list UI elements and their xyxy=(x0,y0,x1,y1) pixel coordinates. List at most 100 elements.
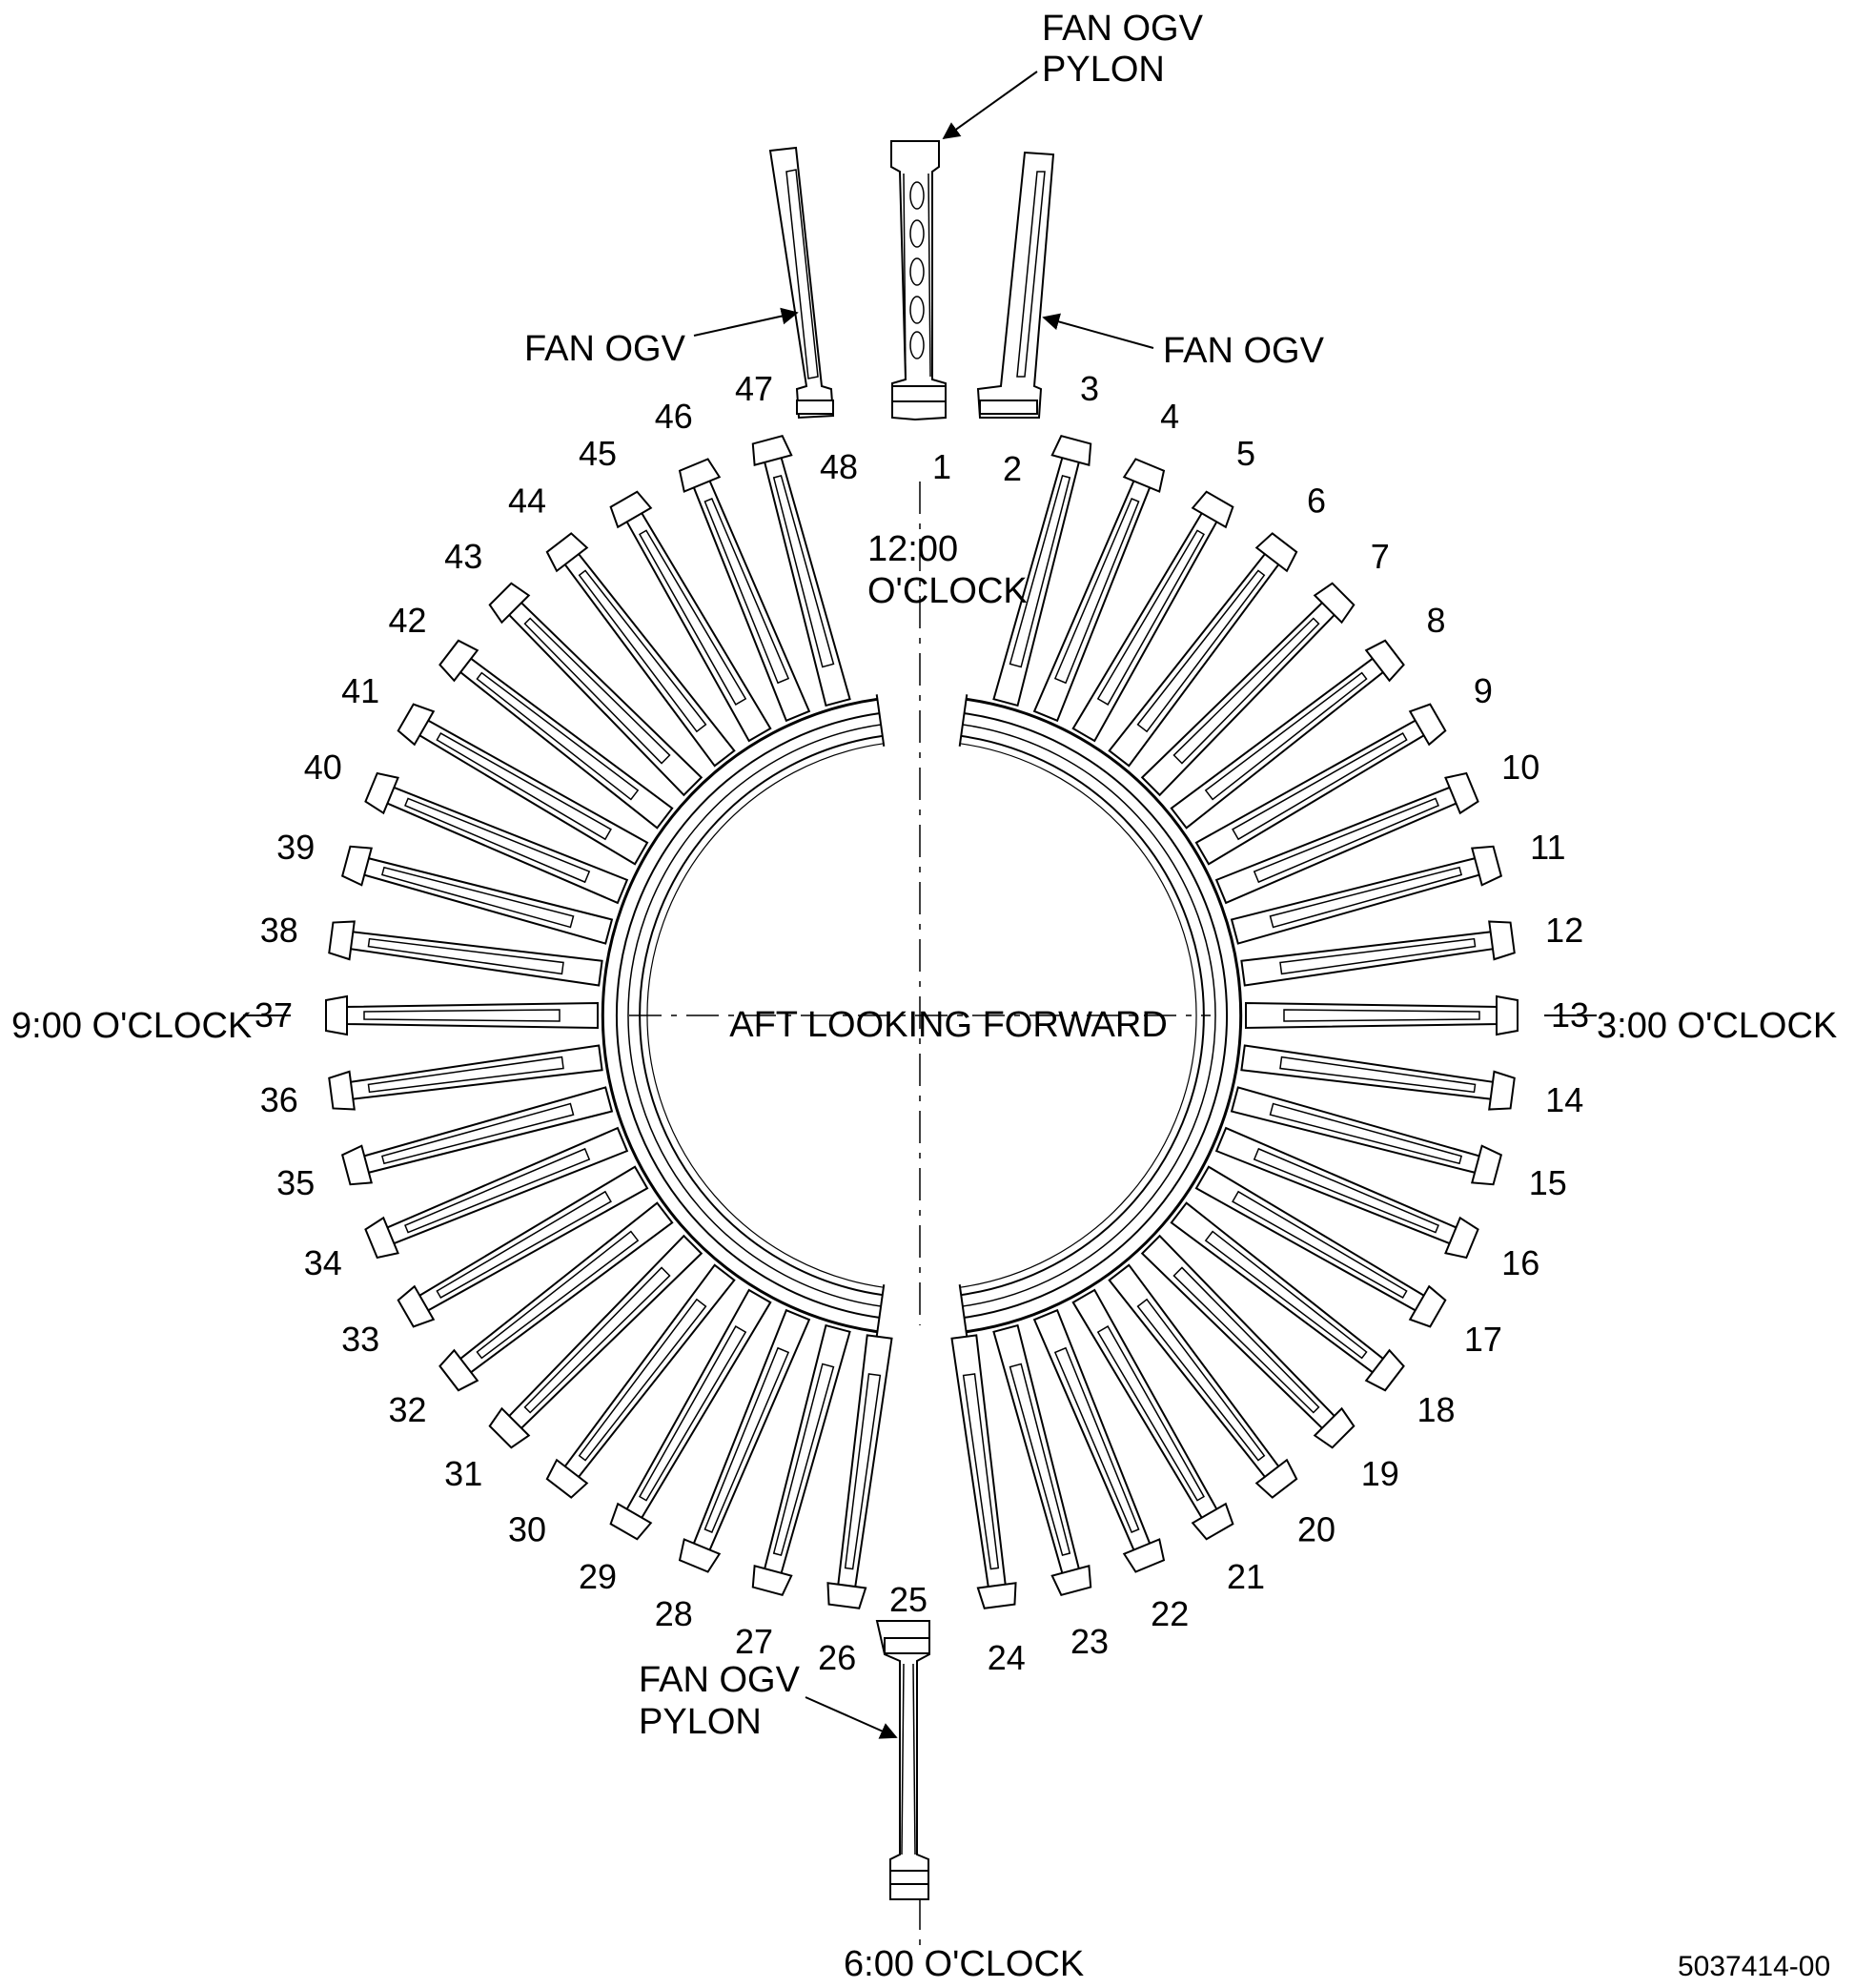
vane-32 xyxy=(438,1201,674,1392)
position-number-9: 9 xyxy=(1474,671,1493,710)
vane-20 xyxy=(1108,1263,1298,1499)
position-number-2: 2 xyxy=(1003,449,1022,488)
vane-19 xyxy=(1140,1234,1356,1449)
vane-6 xyxy=(1108,532,1298,768)
centerlines xyxy=(629,482,1211,1945)
top-pylon-leader xyxy=(942,71,1038,140)
bottom-pylon-callout-line1: FAN OGV xyxy=(639,1660,801,1700)
case-arc-left-2 xyxy=(615,712,880,1319)
case-flange-right-1 xyxy=(958,694,968,747)
vane-42 xyxy=(438,639,674,830)
position-number-23: 23 xyxy=(1070,1622,1109,1661)
vane-29 xyxy=(609,1288,772,1541)
position-number-42: 42 xyxy=(388,601,426,640)
vane-19-slot xyxy=(1172,1266,1320,1414)
vane-22-slot xyxy=(1053,1346,1140,1533)
position-number-3: 3 xyxy=(1080,369,1099,408)
vane-4-slot xyxy=(1053,498,1140,685)
bottom-pylon-leader xyxy=(805,1696,898,1739)
vane-21 xyxy=(1071,1288,1234,1541)
callout-texts: FAN OGV PYLON FAN OGV FAN OGV FAN OGV PY… xyxy=(11,9,1837,1984)
vane-11 xyxy=(1230,845,1503,945)
vane-38 xyxy=(328,920,603,987)
vane-17-platform xyxy=(1408,1284,1447,1328)
position-number-7: 7 xyxy=(1371,537,1390,576)
position-number-31: 31 xyxy=(444,1454,482,1493)
vane-39-platform xyxy=(340,845,373,887)
vane-5-platform xyxy=(1191,490,1234,529)
vane-29-platform xyxy=(609,1502,653,1541)
case-arc-right-5 xyxy=(960,743,1197,1288)
vane-21-slot xyxy=(1096,1325,1205,1502)
vane-45-platform xyxy=(609,490,653,529)
vane-9 xyxy=(1194,703,1447,866)
vane-38-airfoil xyxy=(347,931,603,987)
top-pylon-callout-line1: FAN OGV xyxy=(1042,9,1204,49)
position-number-28: 28 xyxy=(655,1594,693,1633)
vane-44-slot xyxy=(578,569,707,733)
vane-ring xyxy=(325,434,1519,1609)
vane-21-platform xyxy=(1191,1502,1234,1541)
vane-19-platform xyxy=(1313,1406,1356,1449)
vane-43-slot xyxy=(523,617,671,765)
vane-43-platform xyxy=(488,582,531,625)
position-number-39: 39 xyxy=(276,828,315,867)
vane-30-slot xyxy=(578,1298,707,1462)
position-number-8: 8 xyxy=(1426,601,1445,640)
vane-35-slot xyxy=(380,1102,575,1165)
case-arc-left-3 xyxy=(627,724,882,1307)
position-number-21: 21 xyxy=(1227,1557,1265,1596)
position-number-20: 20 xyxy=(1297,1510,1335,1549)
position-number-17: 17 xyxy=(1464,1320,1502,1359)
vane-27 xyxy=(751,1323,851,1597)
vane-10-platform xyxy=(1444,771,1479,815)
vane-46-platform xyxy=(678,458,722,493)
vane-20-slot xyxy=(1136,1298,1266,1462)
vane-41-platform xyxy=(397,703,436,747)
vane-44-platform xyxy=(545,532,589,573)
vane-5 xyxy=(1071,490,1234,743)
vane-12-airfoil xyxy=(1240,931,1497,987)
vane-28-slot xyxy=(703,1346,790,1533)
vane-36 xyxy=(328,1044,603,1111)
position-number-5: 5 xyxy=(1236,434,1255,473)
vane-36-slot xyxy=(367,1055,564,1094)
vane-33-platform xyxy=(397,1284,436,1328)
vane-14-slot xyxy=(1279,1055,1477,1094)
vane-27-platform xyxy=(751,1565,793,1597)
position-number-18: 18 xyxy=(1417,1390,1455,1429)
position-number-45: 45 xyxy=(579,434,617,473)
vane-37-slot xyxy=(363,1009,561,1022)
position-number-41: 41 xyxy=(341,671,379,710)
vane-32-platform xyxy=(438,1348,479,1392)
case-arc-left-5 xyxy=(646,743,884,1288)
bottom-pylon-part xyxy=(875,1620,930,1900)
vane-42-slot xyxy=(476,671,640,801)
vane-30-platform xyxy=(545,1458,589,1499)
vane-15 xyxy=(1230,1086,1503,1186)
position-number-30: 30 xyxy=(508,1510,546,1549)
case-flange-left-1 xyxy=(875,1284,886,1337)
vane-47-slot xyxy=(772,474,835,668)
vane-17-slot xyxy=(1232,1190,1408,1299)
vane-43 xyxy=(488,582,703,797)
twelve-oclock-line1: 12:00 xyxy=(867,529,958,569)
vane-16-platform xyxy=(1444,1216,1479,1260)
vane-31-slot xyxy=(523,1266,671,1414)
position-number-25: 25 xyxy=(889,1580,928,1619)
vane-36-airfoil xyxy=(347,1044,603,1100)
vane-45-slot xyxy=(639,529,747,706)
vane-3 xyxy=(992,434,1092,707)
position-number-35: 35 xyxy=(276,1163,315,1202)
vane-12 xyxy=(1240,920,1516,987)
vane-34-slot xyxy=(404,1147,591,1234)
nine-oclock-label: 9:00 O'CLOCK xyxy=(11,1006,252,1046)
twelve-oclock-line2: O'CLOCK xyxy=(867,571,1028,611)
vane-18-slot xyxy=(1204,1230,1368,1360)
position-number-11: 11 xyxy=(1530,828,1565,867)
vane-45 xyxy=(609,490,772,743)
vane-46-slot xyxy=(703,498,790,685)
vane-34 xyxy=(364,1126,629,1260)
vane-47-platform xyxy=(751,434,793,466)
position-number-29: 29 xyxy=(579,1557,617,1596)
